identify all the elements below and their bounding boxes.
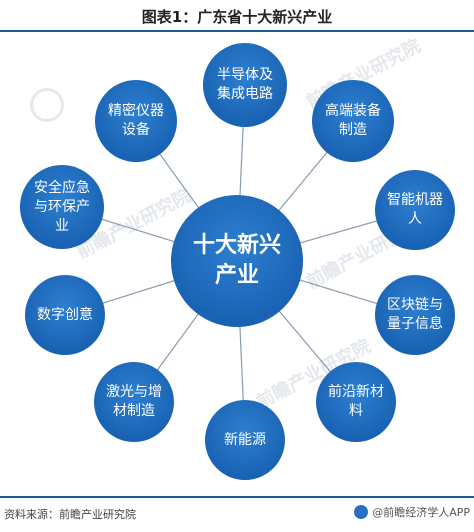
node-safety: 安全应急与环保产业 bbox=[20, 165, 104, 249]
watermark-logo bbox=[30, 88, 64, 122]
brand-text: @前瞻经济学人APP bbox=[372, 506, 470, 519]
node-new-material: 前沿新材料 bbox=[316, 362, 396, 442]
node-label: 前沿新材料 bbox=[328, 384, 384, 419]
node-laser: 激光与增材制造 bbox=[94, 362, 174, 442]
node-smart-robot: 智能机器人 bbox=[375, 170, 455, 250]
brand-logo-icon bbox=[354, 505, 369, 519]
source-note: 资料来源：前瞻产业研究院 bbox=[4, 508, 136, 521]
brand-credit: @前瞻经济学人APP bbox=[354, 504, 470, 520]
node-hightech-equip: 高端装备制造 bbox=[312, 80, 394, 162]
footer-divider bbox=[0, 496, 474, 498]
node-label: 新能源 bbox=[224, 431, 266, 448]
node-label: 精密仪器设备 bbox=[108, 103, 164, 138]
center-node-label: 十大新兴产业 bbox=[193, 233, 282, 288]
node-digital-creative: 数字创意 bbox=[25, 275, 105, 355]
node-label: 区块链与量子信息 bbox=[387, 297, 443, 332]
node-new-energy: 新能源 bbox=[205, 400, 285, 480]
node-label: 高端装备制造 bbox=[325, 103, 381, 138]
node-blockchain: 区块链与量子信息 bbox=[375, 275, 455, 355]
title-divider bbox=[0, 30, 474, 32]
node-semiconductor: 半导体及集成电路 bbox=[203, 43, 287, 127]
node-label: 安全应急与环保产业 bbox=[34, 179, 90, 234]
node-label: 激光与增材制造 bbox=[106, 384, 162, 419]
node-precision: 精密仪器设备 bbox=[95, 80, 177, 162]
node-label: 数字创意 bbox=[37, 306, 93, 323]
node-label: 智能机器人 bbox=[387, 192, 443, 227]
node-label: 半导体及集成电路 bbox=[217, 67, 273, 102]
center-node: 十大新兴产业 bbox=[171, 195, 303, 327]
diagram-title: 图表1：广东省十大新兴产业 bbox=[141, 8, 333, 26]
